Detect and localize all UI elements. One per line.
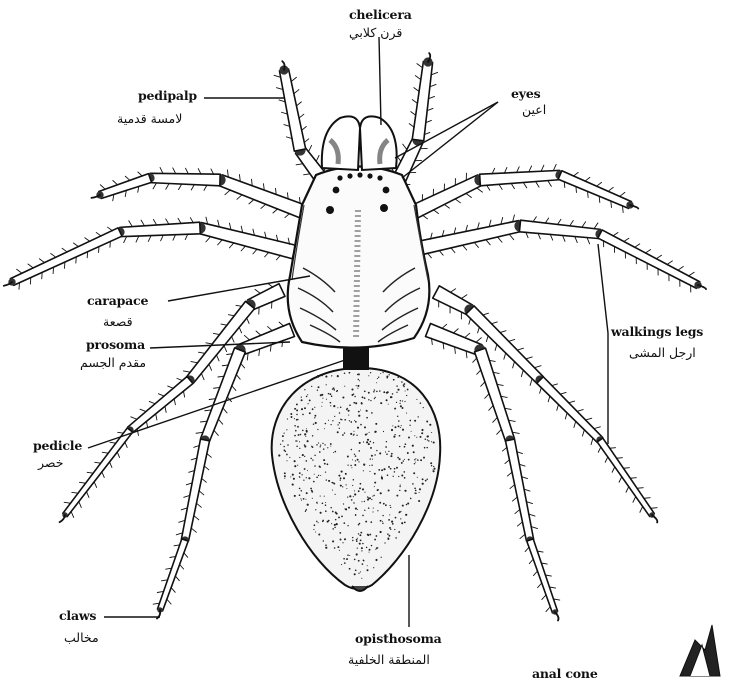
leg-left-3 xyxy=(60,283,285,522)
pedipalp-label-arabic: لامسة قدمية xyxy=(117,113,182,126)
claws-label: claws xyxy=(59,610,96,623)
pedipalp-label: pedipalp xyxy=(138,90,197,103)
pedicle-label: pedicle xyxy=(33,440,82,453)
opisthosoma-label-arabic: المنطقة الخلفية xyxy=(348,654,430,667)
leg-right-1 xyxy=(411,164,638,218)
chelicera-label: chelicera xyxy=(349,9,412,22)
walking-legs-label: walkings legs xyxy=(611,326,703,339)
eyes-label-arabic: اعين xyxy=(522,104,546,117)
opisthosoma-label: opisthosoma xyxy=(355,633,442,646)
pedicle-shape xyxy=(343,348,369,370)
walking-legs-label-arabic: ارجل المشى xyxy=(629,347,696,360)
carapace-label: carapace xyxy=(87,295,148,308)
carapace-label-arabic: قصعة xyxy=(103,316,133,329)
pedicle-label-arabic: خصر xyxy=(38,457,63,470)
eyes-label: eyes xyxy=(511,88,540,101)
claws-label-arabic: مخالب xyxy=(64,632,99,645)
spider-body xyxy=(272,116,441,591)
leg-right-2 xyxy=(418,215,706,292)
chelicera-label-arabic: قرن كلابي xyxy=(349,27,402,40)
leg-left-2 xyxy=(4,217,296,289)
prosoma-label-arabic: مقدم الجسم xyxy=(80,357,146,370)
leg-right-3 xyxy=(433,286,658,523)
opisthosoma-shape xyxy=(272,368,441,589)
leg-right-4 xyxy=(425,323,559,620)
leg-left-1 xyxy=(91,167,306,218)
prosoma-label: prosoma xyxy=(86,339,145,352)
chelicera-left xyxy=(322,116,360,170)
anal-cone-sketch xyxy=(680,625,720,676)
pedipalp-right xyxy=(389,53,438,191)
anal-cone-label: anal cone xyxy=(532,668,598,678)
